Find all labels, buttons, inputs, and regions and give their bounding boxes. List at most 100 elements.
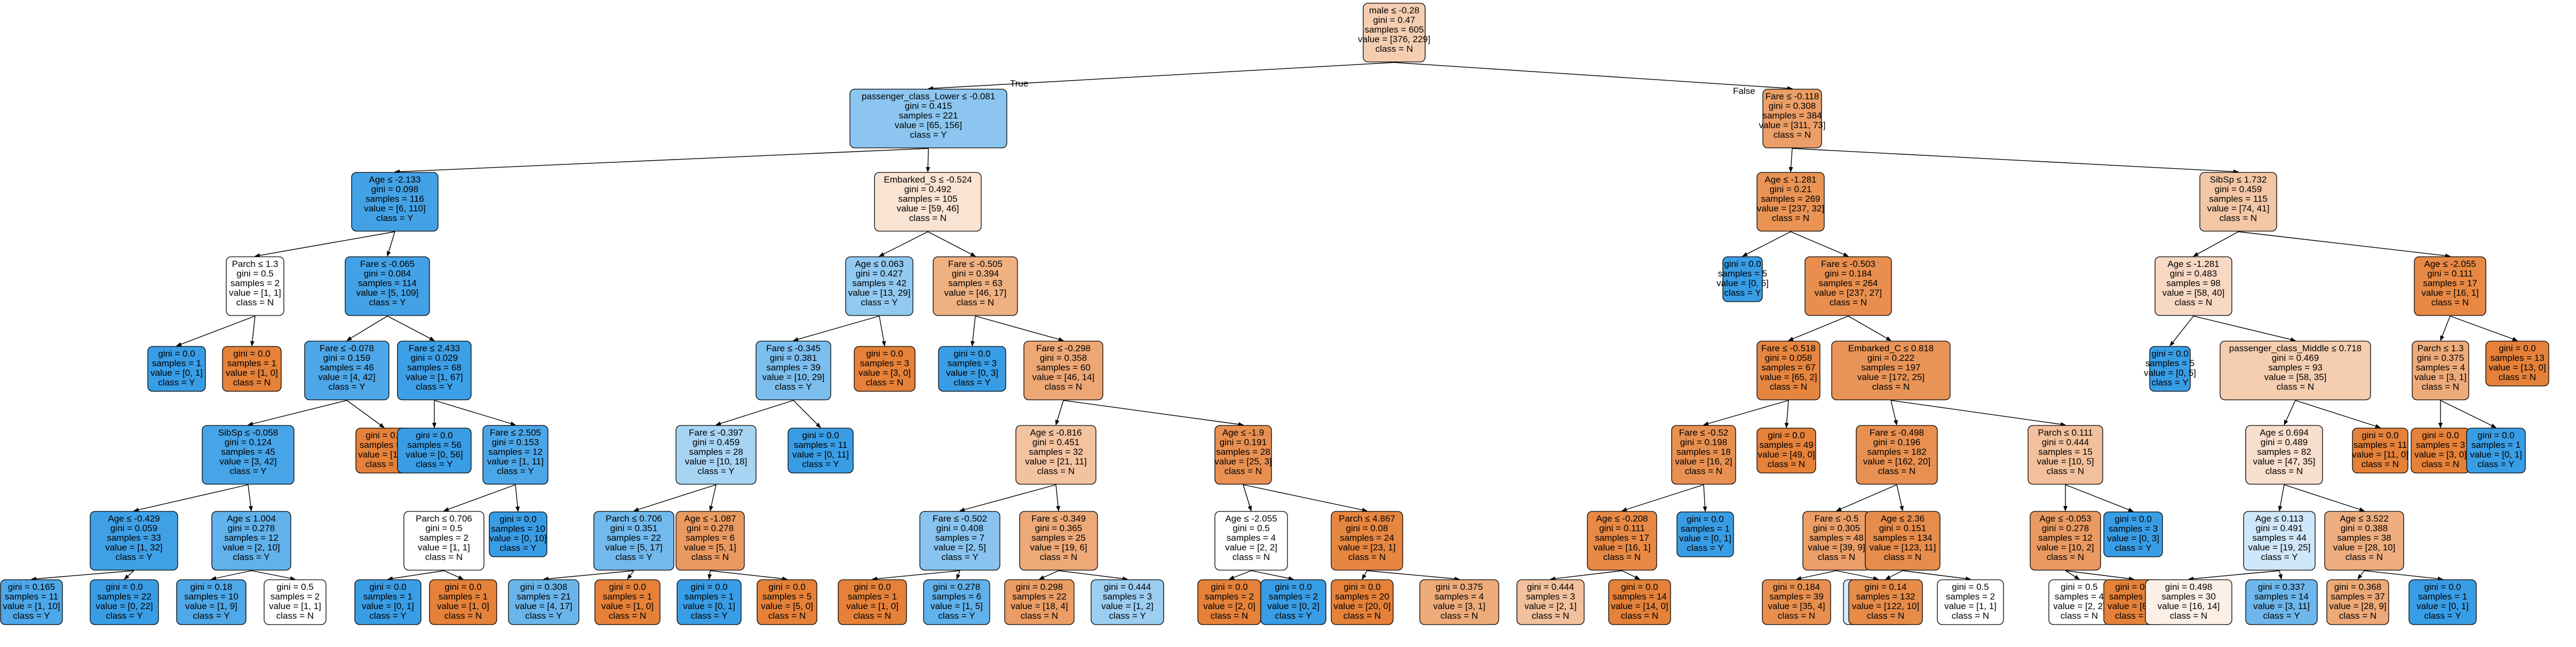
node-text-line: gini = 0.0 xyxy=(953,349,990,359)
node-text-line: gini = 0.151 xyxy=(1879,523,1926,533)
tree-edge-labels: True False xyxy=(1010,78,1755,96)
node-text-line: samples = 3 xyxy=(1526,591,1575,602)
node-box xyxy=(1722,256,1763,302)
node-box xyxy=(594,579,661,625)
node-box xyxy=(1004,579,1075,625)
node-text-line: samples = 98 xyxy=(2166,278,2221,288)
node-text-line: value = [5, 109] xyxy=(356,288,419,298)
node-text-line: samples = 14 xyxy=(1612,591,1667,602)
node-text-line: value = [376, 229] xyxy=(1358,34,1430,44)
node-text-line: gini = 0.278 xyxy=(2042,523,2089,533)
node-text-line: class = N xyxy=(609,611,646,621)
node-text-line: gini = 0.18 xyxy=(190,582,233,592)
tree-edge xyxy=(1243,484,1367,512)
node-text-line: class = N xyxy=(2499,372,2536,382)
node-text-line: value = [16, 14] xyxy=(2158,601,2220,611)
node-text-line: Parch ≤ 0.706 xyxy=(606,514,662,524)
node-text-line: Parch ≤ 0.706 xyxy=(416,514,472,524)
node-text-line: class = N xyxy=(1830,297,1867,307)
node-text-line: samples = 134 xyxy=(1873,533,1932,543)
node-text-line: value = [2, 5] xyxy=(934,542,986,553)
node-text-line: Age ≤ -0.429 xyxy=(108,514,160,524)
tree-edge xyxy=(879,315,886,346)
node-text-line: samples = 11 xyxy=(794,440,847,450)
node-text-line: class = N xyxy=(1037,466,1075,476)
node-text-line: class = N xyxy=(2220,213,2257,223)
node-box xyxy=(1762,579,1831,625)
node-text-line: samples = 1 xyxy=(152,358,201,368)
node-text-line: gini = 0.0 xyxy=(866,349,903,359)
node-box xyxy=(2412,341,2469,400)
node-text-line: gini = 0.444 xyxy=(1527,582,1574,592)
node-text-line: value = [28, 9] xyxy=(2329,601,2386,611)
node-text-line: class = Y xyxy=(328,382,365,392)
node-box xyxy=(854,346,916,392)
node-text-line: Fare ≤ -0.5 xyxy=(1814,514,1858,524)
node-box xyxy=(1091,579,1164,625)
node-text-line: Age ≤ -2.055 xyxy=(1225,514,1277,524)
node-text-line: class = N xyxy=(691,552,729,562)
node-box xyxy=(2199,172,2277,232)
node-text-line: Age ≤ 2.36 xyxy=(1881,514,1925,524)
tree-edge xyxy=(633,484,717,512)
node-text-line: class = Y xyxy=(2263,611,2300,621)
node-text-line: value = [58, 35] xyxy=(2264,372,2327,382)
node-text-line: class = Y xyxy=(525,611,562,621)
node-text-line: samples = 30 xyxy=(2161,591,2216,602)
node-text-line: class = N xyxy=(1045,382,1082,392)
node-text-line: class = N xyxy=(1225,466,1262,476)
node-text-line: gini = 0.0 xyxy=(233,349,270,359)
node-text-line: samples = 60 xyxy=(1036,362,1091,373)
node-text-line: value = [1, 0] xyxy=(437,601,489,611)
node-text-line: gini = 0.184 xyxy=(1825,269,1872,279)
node-text-line: samples = 7 xyxy=(935,533,984,543)
node-text-line: gini = 0.492 xyxy=(904,184,951,194)
node-box xyxy=(2485,341,2549,386)
node-text-line: gini = 0.0 xyxy=(1211,582,1247,592)
node-text-line: value = [46, 14] xyxy=(1032,372,1095,382)
node-text-line: class = N xyxy=(236,297,274,307)
node-text-line: gini = 0.5 xyxy=(1952,582,1989,592)
node-text-line: gini = 0.483 xyxy=(2170,269,2217,279)
node-text-line: value = [0, 11] xyxy=(792,449,849,460)
tree-edge xyxy=(176,315,256,346)
node-text-line: value = [4, 42] xyxy=(318,372,375,382)
node-text-line: samples = 22 xyxy=(97,591,152,602)
node-box xyxy=(397,428,472,474)
node-text-line: Age ≤ -2.133 xyxy=(369,175,420,185)
node-box xyxy=(1856,425,1938,485)
tree-edge xyxy=(346,315,388,341)
node-box xyxy=(0,579,63,625)
node-text-line: gini = 0.278 xyxy=(228,523,275,533)
tree-edge xyxy=(443,570,464,580)
tree-edge xyxy=(1848,315,1891,341)
node-text-line: class = Y xyxy=(690,611,727,621)
node-text-line: samples = 4 xyxy=(1435,591,1484,602)
tree-edge xyxy=(2065,570,2080,580)
node-text-line: class = Y xyxy=(941,552,978,562)
node-text-line: gini = 0.459 xyxy=(693,437,740,447)
node-box xyxy=(593,511,674,571)
node-text-line: class = Y xyxy=(376,213,413,223)
node-text-line: samples = 18 xyxy=(1676,447,1731,457)
node-box xyxy=(1023,341,1103,400)
node-text-line: class = N xyxy=(2047,552,2084,562)
tree-edge xyxy=(394,148,929,174)
node-text-line: samples = 3 xyxy=(2416,440,2465,450)
node-text-line: value = [11, 0] xyxy=(2352,449,2408,460)
node-text-line: Fare ≤ -0.345 xyxy=(766,343,821,353)
node-text-line: gini = 0.308 xyxy=(1769,101,1816,111)
node-text-line: Embarked_C ≤ 0.818 xyxy=(1848,343,1934,353)
node-text-line: samples = 17 xyxy=(2423,278,2477,288)
